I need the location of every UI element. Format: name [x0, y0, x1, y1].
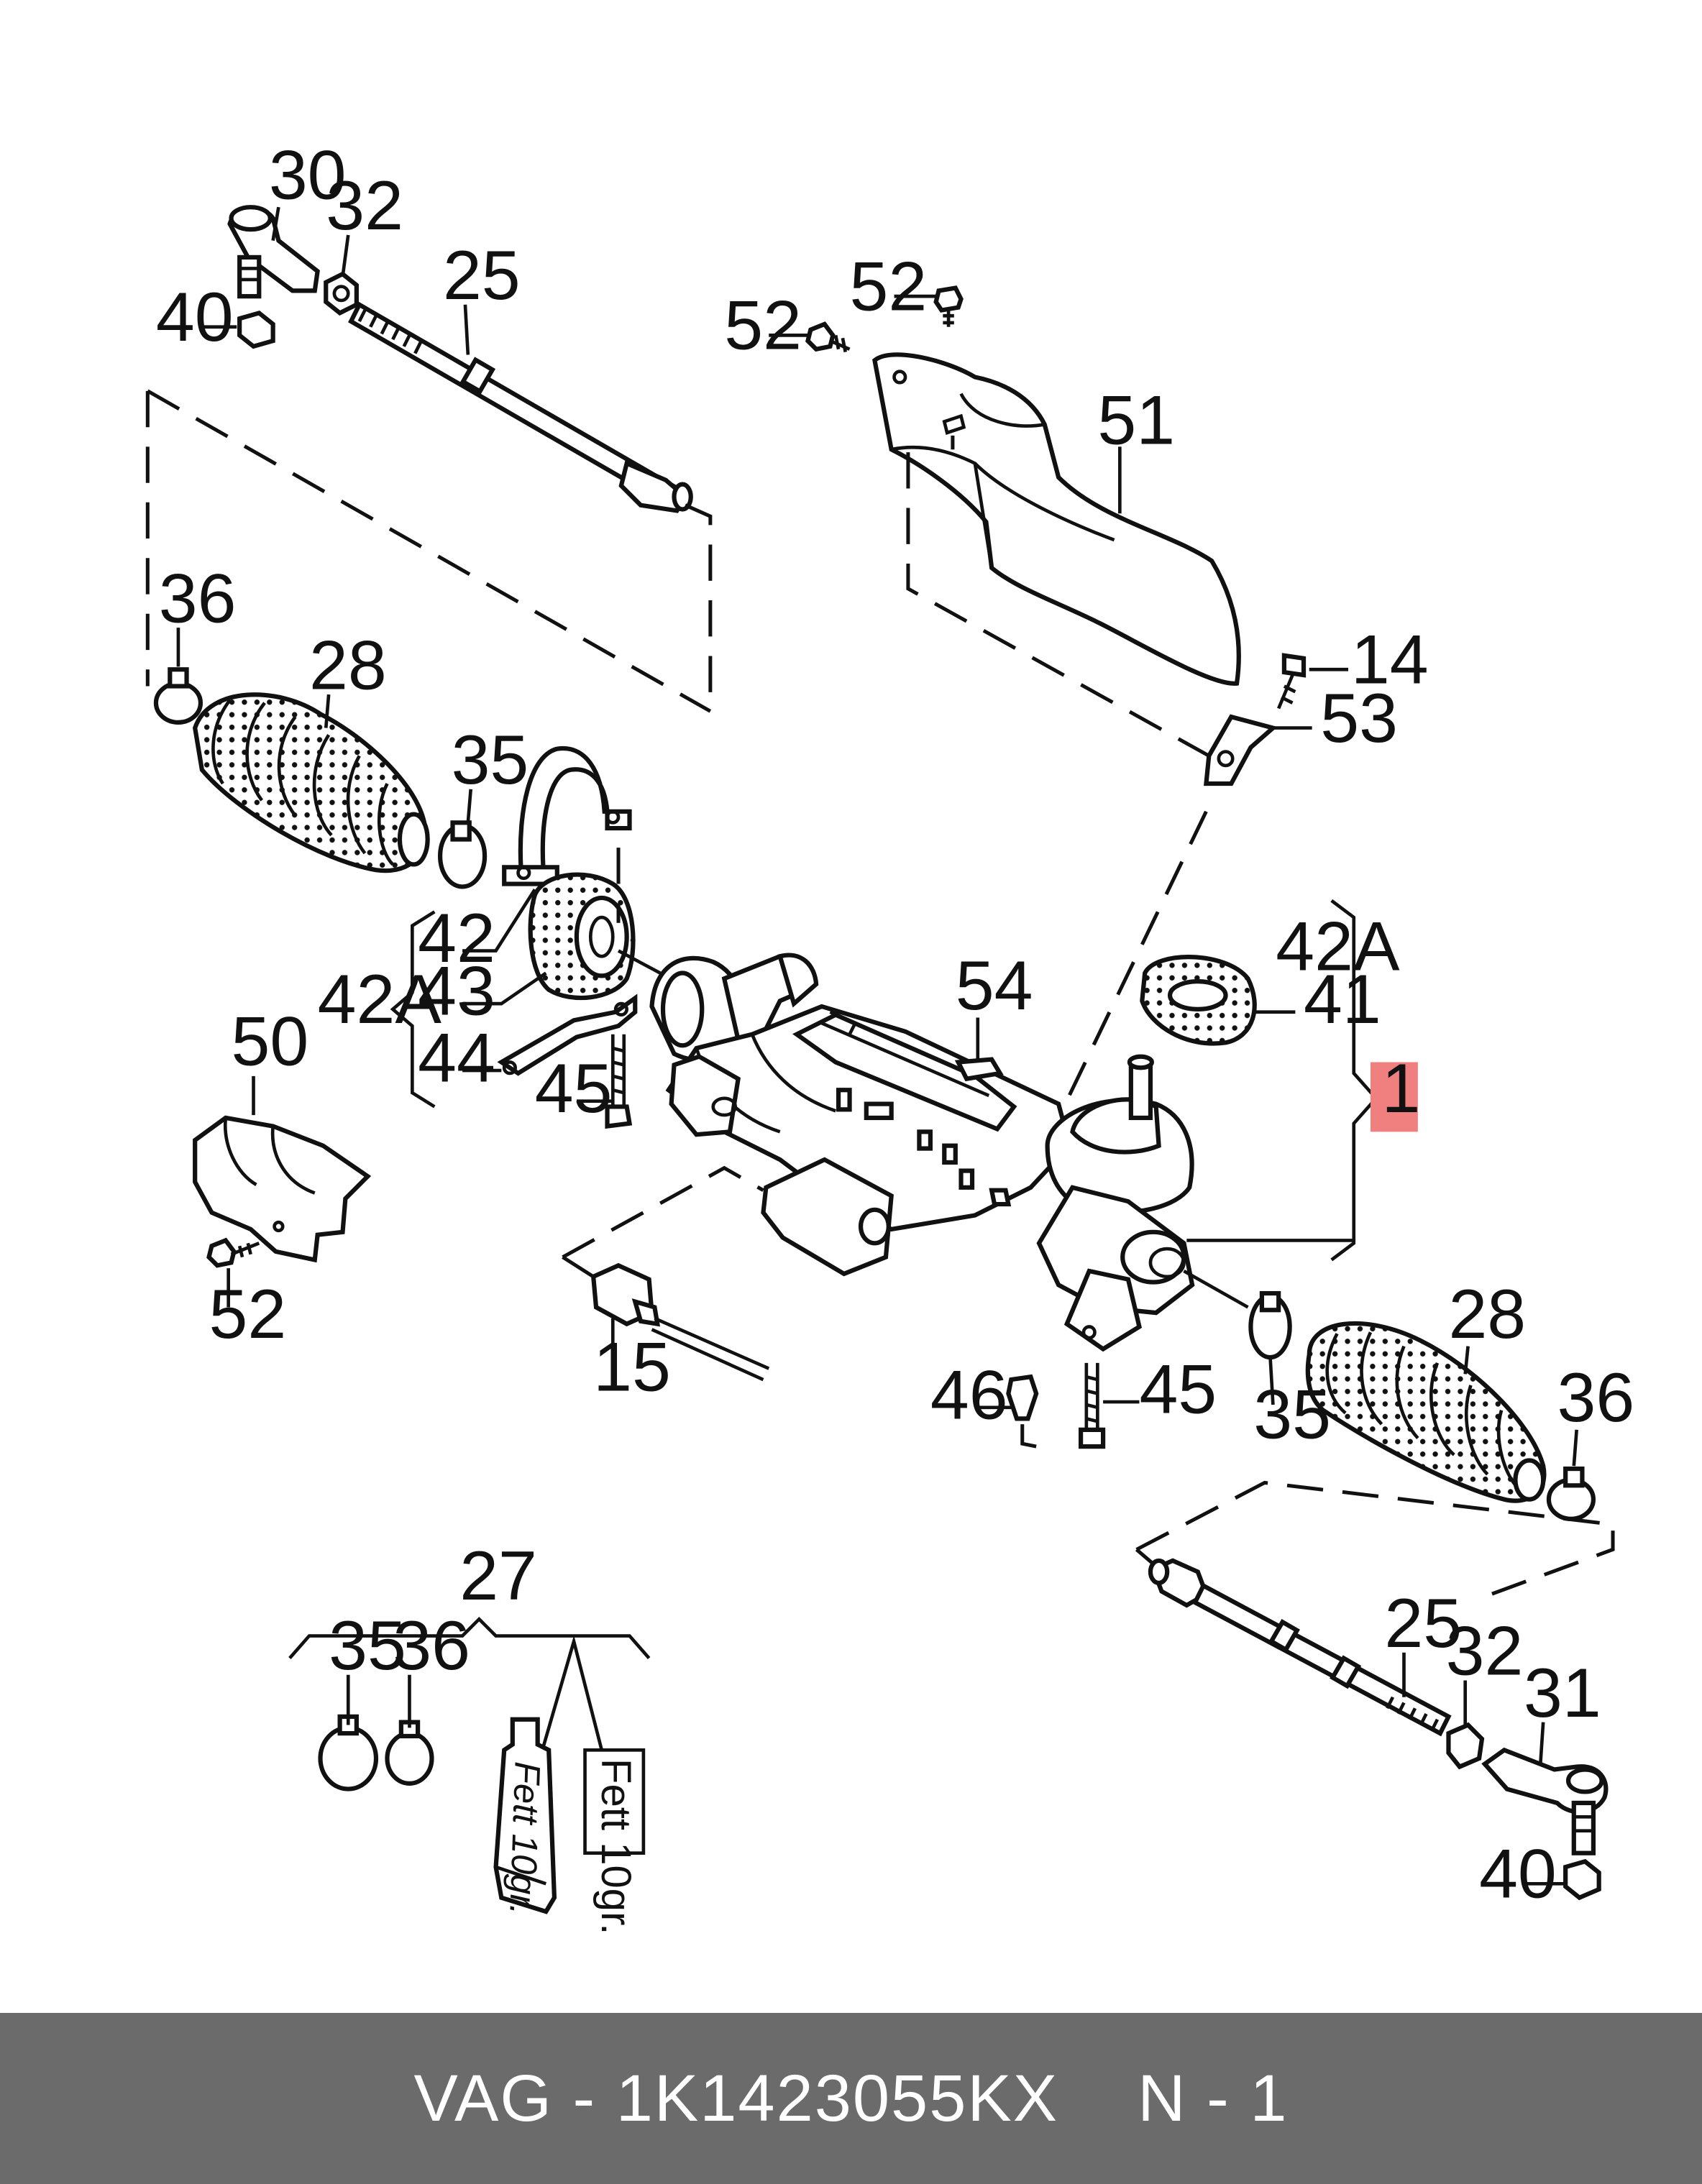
bolt-52-left: [805, 321, 851, 353]
callout-40-right: 40: [1479, 1835, 1557, 1913]
clamp-35-right: [1248, 1290, 1292, 1360]
callout-41: 41: [1304, 960, 1381, 1038]
svg-text:Fett 10gr.: Fett 10gr.: [502, 1761, 548, 1916]
callout-25-left: 25: [443, 236, 521, 314]
tie-rod-25-left: [348, 301, 693, 513]
nut-40-right: [1563, 1858, 1601, 1901]
callout-51: 51: [1097, 380, 1175, 459]
callout-46: 46: [930, 1355, 1008, 1433]
bellows-boot-28-right: [1305, 1321, 1547, 1503]
callout-28-left: 28: [309, 625, 387, 704]
bolt-52-bottom: [206, 1237, 260, 1268]
leader-27-tube: [541, 1635, 604, 1751]
heat-shield-51: [872, 352, 1241, 686]
grommet-50: [193, 1115, 372, 1263]
callout-44: 44: [418, 1019, 495, 1097]
bellows-boot-28-left: [192, 692, 430, 873]
callout-52-bottom: 52: [209, 1275, 287, 1353]
dashed-group-shield: [906, 435, 1210, 758]
bracket-44: [497, 994, 638, 1076]
callout-52-top: 52: [850, 247, 928, 326]
nut-32-left: [324, 271, 359, 316]
callout-14: 14: [1351, 620, 1429, 699]
svg-text:Fett 10gr.: Fett 10gr.: [593, 1758, 639, 1935]
callout-45-left: 45: [535, 1049, 613, 1127]
clamp-36-kit: [385, 1720, 434, 1786]
grease-tube: Fett 10gr.: [493, 1717, 557, 1916]
callout-1: 1: [1381, 1049, 1420, 1127]
callout-36-kit: 36: [393, 1606, 470, 1684]
bolt-45-right: [1079, 1362, 1106, 1449]
connector-15: [590, 1262, 770, 1382]
callout-43: 43: [418, 952, 495, 1030]
callout-42: 42: [418, 899, 495, 977]
callout-35-kit: 35: [329, 1606, 406, 1684]
callout-40-left: 40: [156, 277, 234, 356]
callout-53: 53: [1320, 679, 1398, 757]
bracket-42A-left: [390, 910, 436, 1109]
clamp-35-kit: [318, 1714, 379, 1791]
dashed-group-15: [562, 1165, 764, 1278]
bracket-53: [1204, 714, 1278, 786]
callout-labels: 30 32 25 40 52 52 51 14 53 36 28 35 42 4…: [156, 136, 1634, 1913]
clamp-36-left: [153, 667, 203, 725]
leader-lines: [176, 206, 1578, 1886]
steering-rack-main: [617, 949, 1249, 1352]
nut-32-right: [1446, 1722, 1485, 1770]
callout-32-left: 32: [326, 166, 403, 244]
bracket-27: [288, 1616, 651, 1660]
dashed-group-left: [145, 389, 713, 713]
tie-rod-end-31: [1481, 1747, 1609, 1855]
callout-54: 54: [956, 946, 1033, 1024]
callout-31: 31: [1524, 1653, 1601, 1732]
clamp-35-left: [437, 820, 488, 889]
callout-36-right: 36: [1557, 1358, 1635, 1436]
seal-41: [1140, 955, 1257, 1046]
callout-32-right: 32: [1446, 1612, 1524, 1690]
parts-diagram: Fett 10gr. Fett 10gr.: [145, 136, 1634, 1935]
callout-30: 30: [269, 136, 347, 214]
callout-50: 50: [232, 1001, 309, 1080]
grease-note-box: Fett 10gr.: [583, 1748, 646, 1935]
callout-27: 27: [459, 1536, 537, 1615]
callout-28-right: 28: [1448, 1275, 1526, 1353]
footer-part-number: VAG - 1K1423055KX: [413, 2061, 1059, 2135]
bolt-45-left: [605, 1034, 633, 1129]
tie-rod-end-left: [227, 205, 320, 299]
callout-36-left: 36: [159, 559, 237, 637]
footer-position: N - 1: [1138, 2061, 1289, 2135]
callout-45-right: 45: [1139, 1350, 1217, 1428]
bolt-52-top: [933, 285, 964, 327]
footer-bar: VAG - 1K1423055KX N - 1: [0, 2013, 1702, 2184]
clamp-36-right: [1546, 1466, 1596, 1521]
dashed-group-right: [1135, 1480, 1615, 1602]
rubber-bush-43: [528, 872, 636, 1001]
callout-42A-left: 42A: [318, 960, 442, 1038]
nut-40-left: [237, 310, 275, 349]
bolt-14: [1277, 653, 1307, 710]
mounting-bracket-42: [502, 745, 632, 886]
callout-35-left: 35: [452, 720, 529, 799]
callout-25-right: 25: [1384, 1584, 1462, 1662]
tie-rod-25-right: [1148, 1558, 1452, 1737]
dashed-link-53: [1056, 810, 1208, 1119]
callout-35-right: 35: [1253, 1375, 1331, 1453]
callout-15: 15: [593, 1328, 671, 1406]
highlight-part-1: [1370, 1062, 1418, 1132]
callout-42A-right: 42A: [1276, 907, 1400, 986]
plug-46: [1006, 1374, 1039, 1449]
callout-52-left: 52: [724, 286, 802, 364]
